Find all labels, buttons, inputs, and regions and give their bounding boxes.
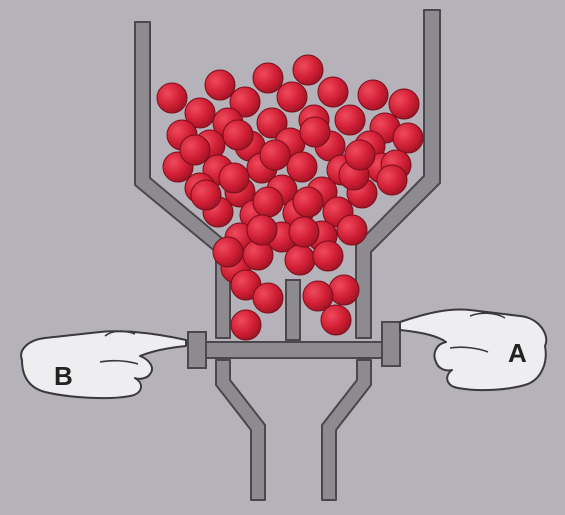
red-ball — [345, 140, 375, 170]
red-ball — [247, 215, 277, 245]
red-ball — [213, 237, 243, 267]
hand-a-label: A — [508, 338, 527, 368]
center-divider — [286, 280, 300, 340]
red-ball — [253, 187, 283, 217]
output-chutes — [216, 360, 371, 500]
hand-b: B — [21, 331, 186, 398]
red-ball — [180, 135, 210, 165]
red-ball — [253, 283, 283, 313]
red-ball — [337, 215, 367, 245]
red-ball — [231, 310, 261, 340]
red-ball — [219, 163, 249, 193]
red-ball — [393, 123, 423, 153]
red-ball — [285, 245, 315, 275]
red-ball — [293, 55, 323, 85]
red-ball — [313, 241, 343, 271]
red-ball — [157, 83, 187, 113]
red-ball — [318, 77, 348, 107]
red-ball — [223, 120, 253, 150]
red-ball — [293, 187, 323, 217]
gate-right-end-cap[interactable] — [382, 322, 400, 366]
red-ball — [191, 180, 221, 210]
red-ball — [335, 105, 365, 135]
red-ball — [260, 140, 290, 170]
gate-bar[interactable] — [190, 342, 398, 358]
red-ball — [329, 275, 359, 305]
red-ball — [389, 89, 419, 119]
red-ball — [321, 305, 351, 335]
pointing-hand-right-icon — [21, 331, 186, 398]
red-ball — [277, 82, 307, 112]
red-ball — [253, 63, 283, 93]
red-ball — [300, 117, 330, 147]
red-ball — [377, 165, 407, 195]
red-ball — [358, 80, 388, 110]
right-chute — [322, 360, 371, 500]
hand-b-label: B — [54, 361, 73, 391]
left-chute — [216, 360, 265, 500]
red-ball — [287, 152, 317, 182]
gate-left-end-cap[interactable] — [188, 332, 206, 368]
hand-a: A — [400, 310, 546, 391]
red-ball — [289, 217, 319, 247]
red-ball — [205, 70, 235, 100]
